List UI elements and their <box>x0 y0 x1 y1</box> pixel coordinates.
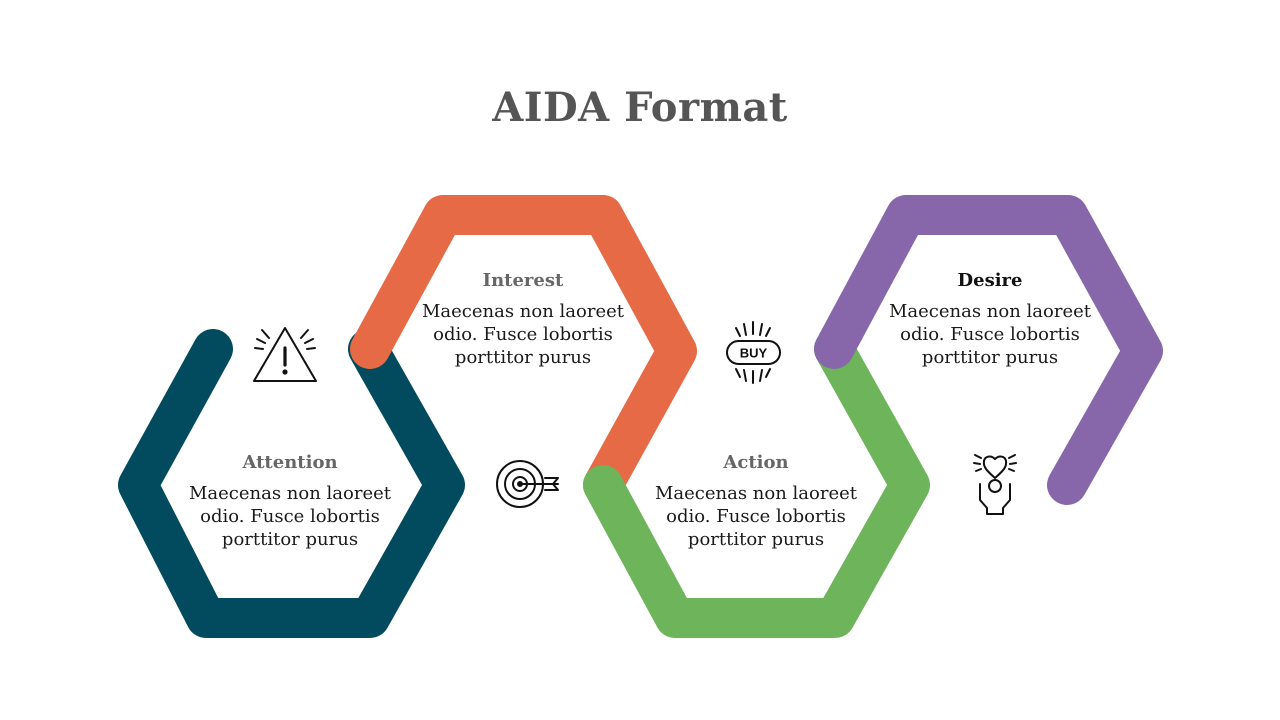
page-title: AIDA Format <box>492 84 788 131</box>
action-block: Action Maecenas non laoreet odio. Fusce … <box>641 451 871 551</box>
interest-block: Interest Maecenas non laoreet odio. Fusc… <box>408 269 638 369</box>
action-hexagon <box>583 329 930 638</box>
warning-icon <box>253 327 317 382</box>
attention-body: Maecenas non laoreet odio. Fusce loborti… <box>188 483 392 550</box>
target-icon <box>496 460 559 508</box>
desire-body: Maecenas non laoreet odio. Fusce loborti… <box>888 301 1092 368</box>
action-heading: Action <box>723 452 789 473</box>
action-body: Maecenas non laoreet odio. Fusce loborti… <box>654 483 858 550</box>
desire-heading: Desire <box>957 270 1023 291</box>
interest-hexagon <box>350 195 697 505</box>
buy-icon-label: BUY <box>740 346 768 361</box>
desire-block: Desire Maecenas non laoreet odio. Fusce … <box>875 269 1105 369</box>
interest-body: Maecenas non laoreet odio. Fusce loborti… <box>421 301 625 368</box>
desire-hexagon <box>814 195 1163 505</box>
attention-block: Attention Maecenas non laoreet odio. Fus… <box>175 451 405 551</box>
attention-heading: Attention <box>242 452 338 473</box>
buy-icon <box>726 321 781 384</box>
heart-person-icon <box>973 454 1017 515</box>
attention-hexagon <box>118 329 465 638</box>
interest-heading: Interest <box>482 270 564 291</box>
